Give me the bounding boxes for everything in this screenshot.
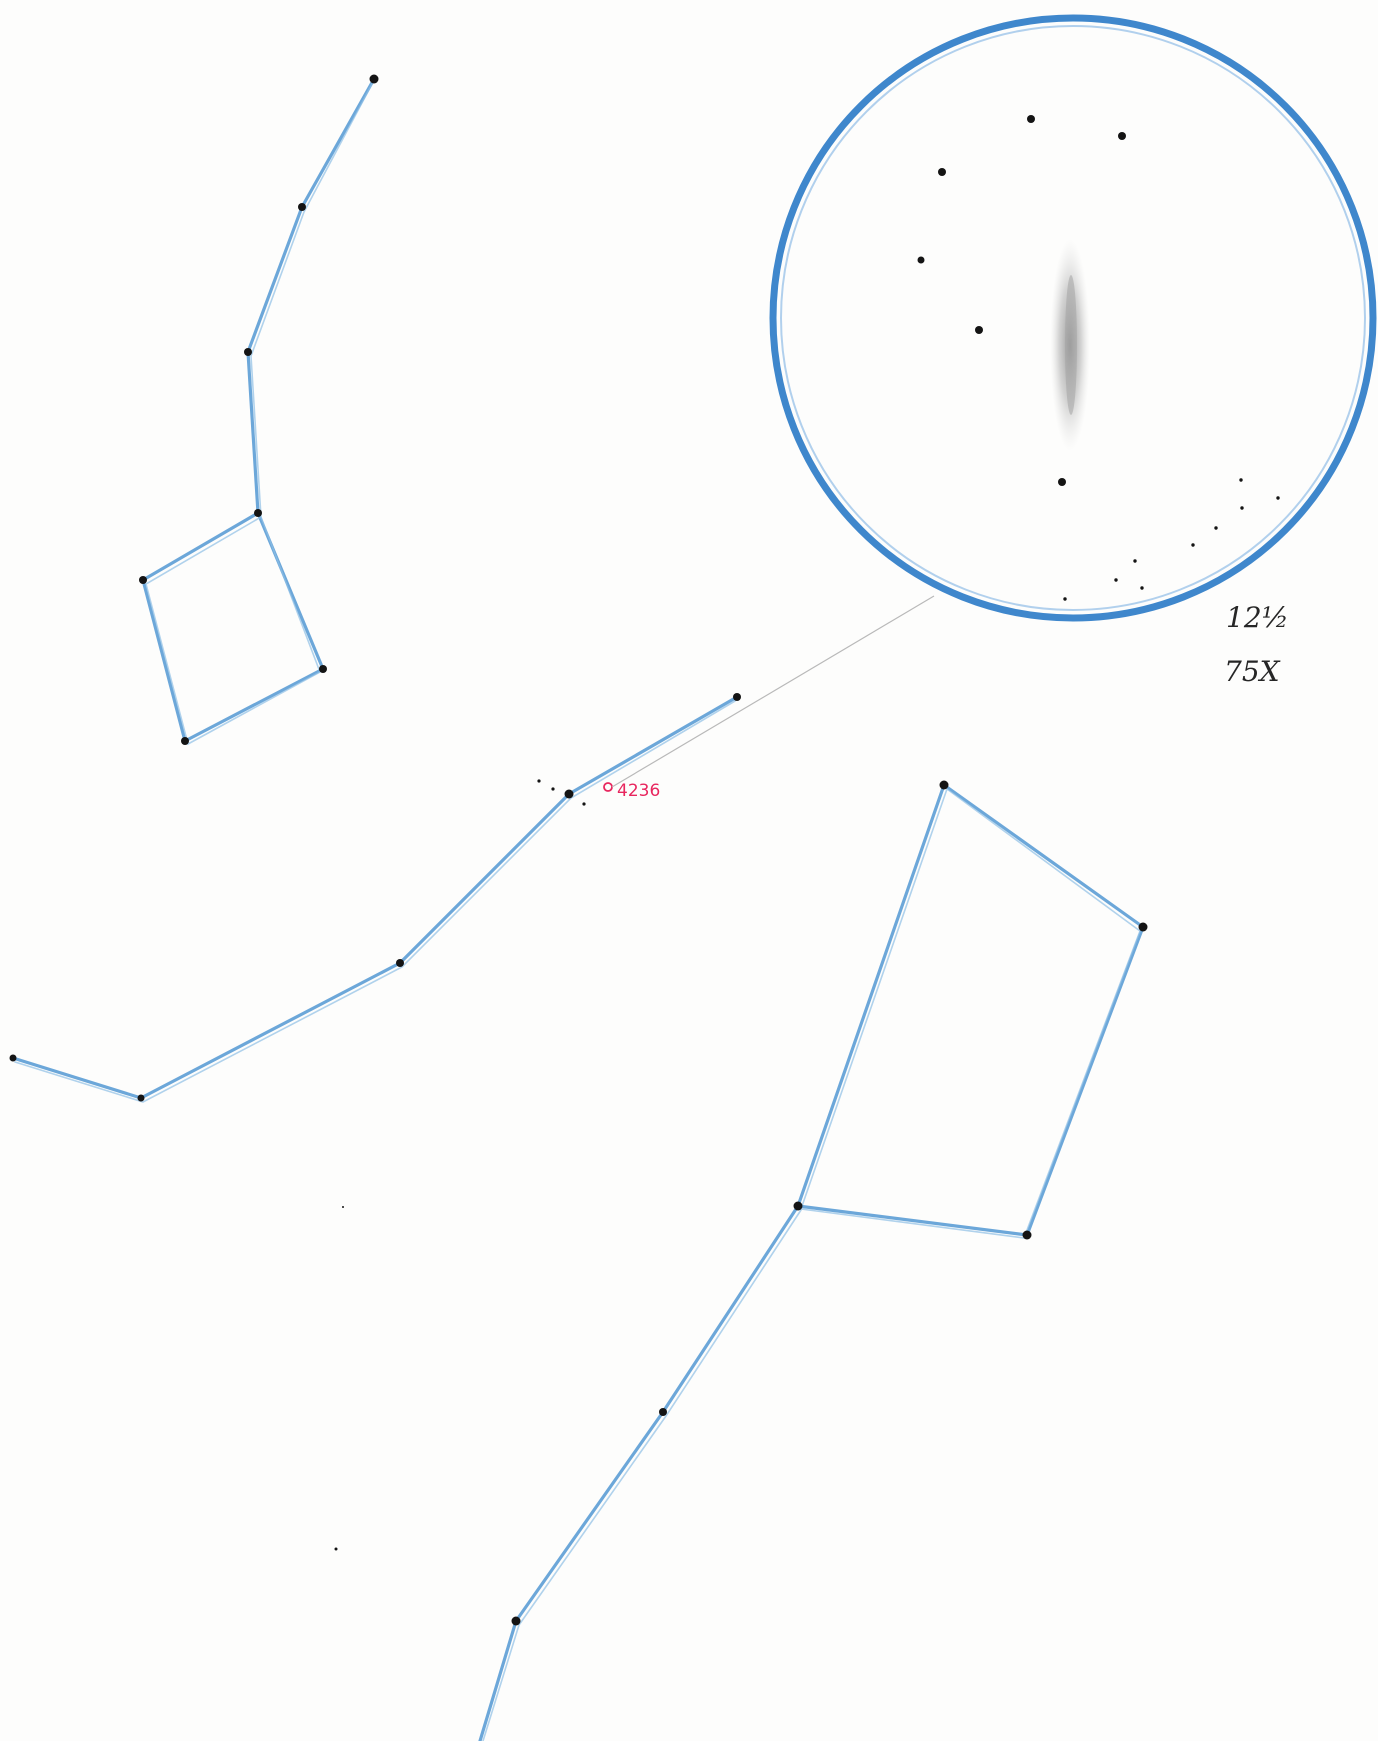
star (181, 737, 189, 745)
constellation-line-lower-right (798, 785, 1143, 1235)
faint-star (1114, 578, 1117, 581)
star (244, 348, 252, 356)
star (139, 576, 147, 584)
eyepiece-view (773, 18, 1373, 618)
faint-star (1191, 543, 1194, 546)
star (370, 75, 379, 84)
faint-star (582, 802, 585, 805)
star (794, 1202, 803, 1211)
star (938, 168, 946, 176)
constellation-middle (10, 693, 742, 1102)
star (254, 509, 262, 517)
star (10, 1055, 17, 1062)
object-marker-circle (604, 783, 612, 791)
star (1027, 115, 1035, 123)
star (1139, 923, 1148, 932)
faint-star (1133, 559, 1136, 562)
star (396, 959, 404, 967)
star (733, 693, 741, 701)
constellation-lower-right (480, 781, 1148, 1741)
faint-star (1276, 496, 1279, 499)
star (1118, 132, 1126, 140)
constellation-line-upper-left (143, 79, 374, 741)
telescope-aperture-note: 12½ (1226, 601, 1289, 634)
star (565, 790, 574, 799)
faint-star (335, 1548, 338, 1551)
pointer-line (612, 596, 934, 787)
constellation-upper-left (139, 75, 379, 746)
faint-star (1240, 506, 1243, 509)
object-marker: 4236 (604, 781, 660, 801)
faint-star (1063, 597, 1066, 600)
faint-star (342, 1206, 344, 1208)
faint-star (1140, 586, 1143, 589)
star (940, 781, 949, 790)
constellation-line-middle (13, 697, 737, 1098)
faint-star (537, 779, 540, 782)
star (1023, 1231, 1032, 1240)
star (138, 1095, 145, 1102)
star (975, 326, 983, 334)
star (512, 1617, 521, 1626)
faint-star (1214, 526, 1217, 529)
magnification-note: 75X (1224, 655, 1281, 688)
faint-star (1239, 478, 1242, 481)
star (918, 257, 925, 264)
star (319, 665, 327, 673)
star (659, 1408, 667, 1416)
faint-star (551, 787, 554, 790)
star (1058, 478, 1066, 486)
star (298, 203, 306, 211)
object-label: 4236 (617, 781, 660, 801)
